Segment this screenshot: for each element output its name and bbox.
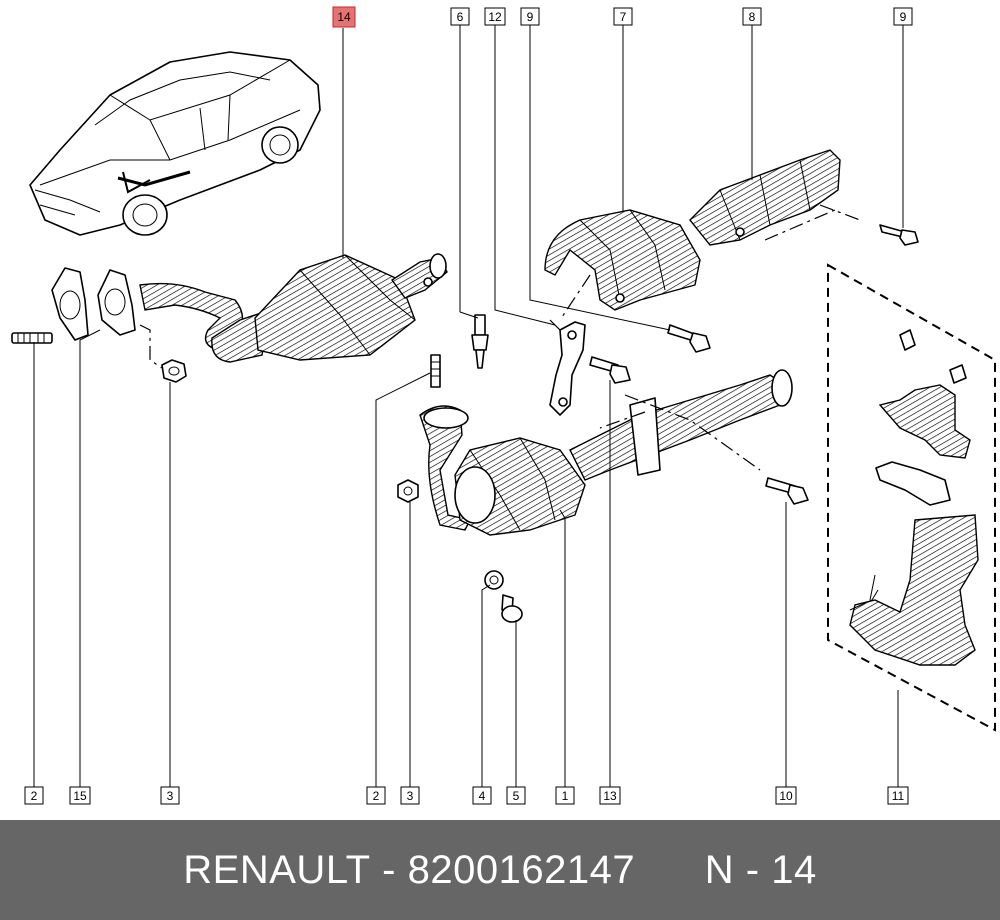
bolt-10 xyxy=(765,477,809,505)
svg-text:9: 9 xyxy=(900,10,907,24)
svg-text:10: 10 xyxy=(779,789,793,803)
rubber-mount-4 xyxy=(484,570,504,590)
svg-text:11: 11 xyxy=(892,789,905,803)
bolt-5 xyxy=(501,594,523,623)
callout-8[interactable]: 8 xyxy=(742,7,762,26)
separator: - xyxy=(382,847,396,892)
page-reference: N - 14 xyxy=(704,847,817,892)
callout-7[interactable]: 7 xyxy=(613,7,633,26)
callout-13[interactable]: 13 xyxy=(599,786,621,805)
svg-text:7: 7 xyxy=(620,10,627,24)
callout-12[interactable]: 12 xyxy=(484,7,506,26)
svg-text:1: 1 xyxy=(562,789,569,803)
svg-text:14: 14 xyxy=(337,10,351,24)
oxygen-sensor-6 xyxy=(471,314,489,369)
callout-3[interactable]: 3 xyxy=(160,786,180,805)
svg-text:13: 13 xyxy=(603,789,617,803)
bolt-9 xyxy=(879,224,919,246)
heat-shield-7 xyxy=(544,209,701,311)
stud-bolt xyxy=(11,332,53,344)
callout-10[interactable]: 10 xyxy=(775,786,797,805)
brand-name: RENAULT xyxy=(183,847,371,892)
svg-text:2: 2 xyxy=(373,789,380,803)
callout-2b[interactable]: 2 xyxy=(366,786,386,805)
bolt-13 xyxy=(589,356,631,384)
callout-5[interactable]: 5 xyxy=(506,786,526,805)
callout-9b[interactable]: 9 xyxy=(893,7,913,26)
callout-9[interactable]: 9 xyxy=(520,7,540,26)
svg-text:5: 5 xyxy=(513,789,520,803)
part-number: 8200162147 xyxy=(407,847,636,892)
catalytic-converter-1 xyxy=(419,369,793,536)
svg-text:12: 12 xyxy=(488,10,502,24)
callout-14[interactable]: 14 xyxy=(332,6,356,28)
leader-lines xyxy=(33,25,904,788)
svg-text:4: 4 xyxy=(479,789,486,803)
exhaust-parts-diagram: 14 6 12 9 7 8 9 2 15 3 2 3 xyxy=(11,6,996,805)
bracket-12 xyxy=(549,321,586,416)
callout-1[interactable]: 1 xyxy=(555,786,575,805)
svg-text:3: 3 xyxy=(407,789,414,803)
nut xyxy=(161,359,187,383)
callout-11[interactable]: 11 xyxy=(887,786,909,805)
catalytic-converter-front-pipe xyxy=(139,253,448,363)
svg-text:3: 3 xyxy=(167,789,174,803)
kit-11-box xyxy=(827,263,996,732)
part-info-footer: RENAULT - 8200162147 N - 14 xyxy=(0,820,1000,920)
callout-2[interactable]: 2 xyxy=(24,786,44,805)
callout-6[interactable]: 6 xyxy=(450,7,470,26)
svg-text:15: 15 xyxy=(73,789,87,803)
callout-15[interactable]: 15 xyxy=(69,786,91,805)
flange-gasket xyxy=(51,267,136,341)
callout-4[interactable]: 4 xyxy=(472,786,492,805)
callout-3b[interactable]: 3 xyxy=(400,786,420,805)
svg-text:6: 6 xyxy=(457,10,464,24)
svg-text:2: 2 xyxy=(31,789,38,803)
car-illustration xyxy=(29,51,321,236)
svg-text:9: 9 xyxy=(527,10,534,24)
nut-3 xyxy=(397,479,419,503)
heat-shield-8 xyxy=(689,149,841,246)
stud-2 xyxy=(430,354,441,388)
bolt-9b xyxy=(667,324,711,353)
svg-text:8: 8 xyxy=(749,10,756,24)
